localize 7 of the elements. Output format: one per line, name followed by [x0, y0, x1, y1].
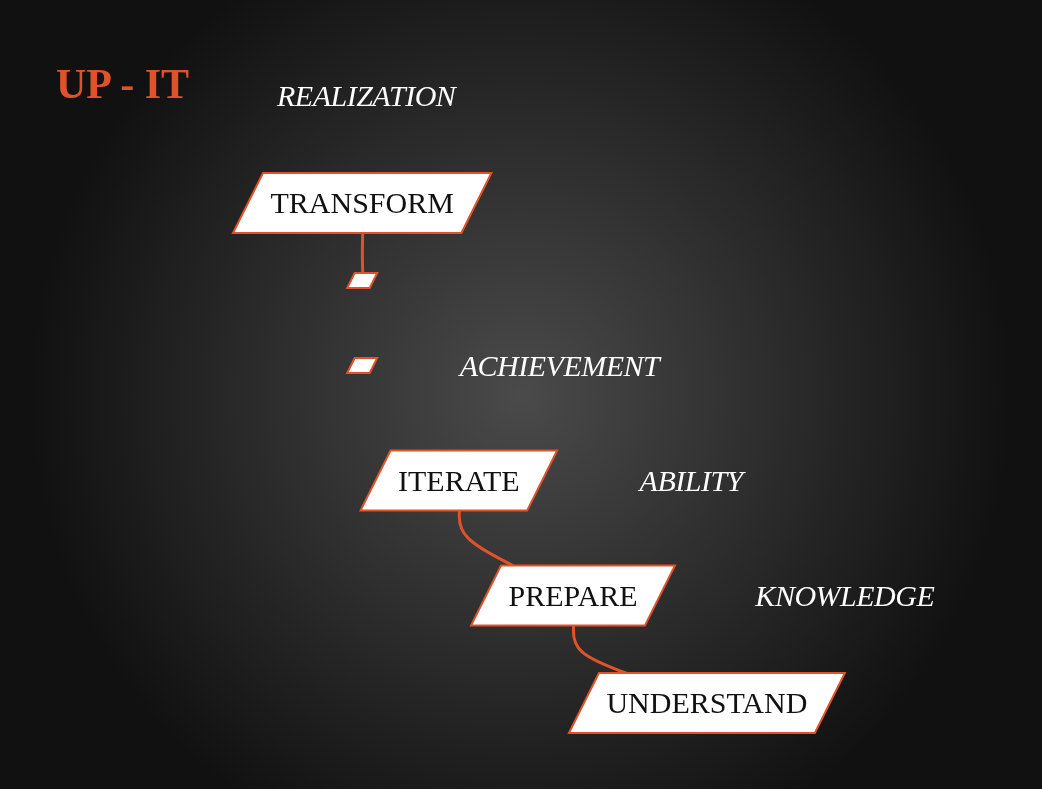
title: UP - IT	[56, 60, 189, 108]
node-box	[345, 271, 379, 289]
connector	[361, 232, 365, 274]
node-label: KNOWLEDGE	[755, 578, 935, 612]
node-label: REALIZATION	[277, 78, 456, 112]
node-label: ACHIEVEMENT	[459, 348, 660, 382]
node-box	[345, 356, 379, 374]
